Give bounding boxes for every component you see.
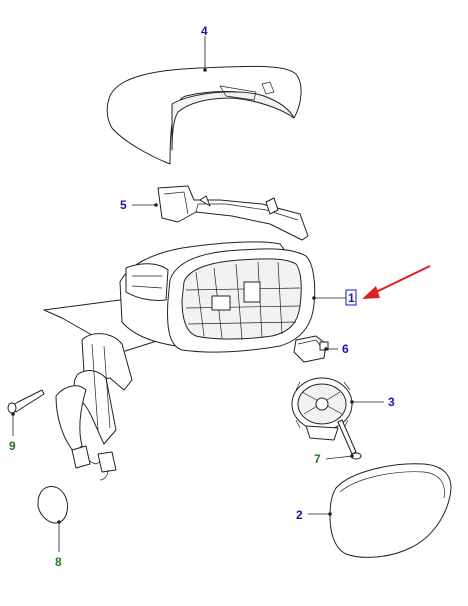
mirror-housing-assembly[interactable] — [43, 241, 316, 353]
callout-9[interactable]: 9 — [9, 439, 16, 453]
callout-3[interactable]: 3 — [388, 395, 395, 409]
bolt[interactable] — [7, 389, 45, 414]
callout-2[interactable]: 2 — [296, 508, 303, 522]
callout-8[interactable]: 8 — [55, 555, 62, 569]
callout-7[interactable]: 7 — [314, 452, 321, 466]
mirror-glass[interactable] — [329, 463, 452, 558]
glass-actuator-motor[interactable] — [291, 377, 353, 441]
highlight-arrow — [362, 265, 431, 299]
leader-lines — [11, 36, 384, 552]
callout-6[interactable]: 6 — [342, 342, 349, 356]
callout-1-box — [345, 289, 357, 306]
screw[interactable] — [337, 419, 362, 460]
puddle-lamp[interactable] — [293, 335, 329, 363]
indicator-lamp[interactable] — [157, 185, 309, 241]
callout-4[interactable]: 4 — [201, 24, 208, 38]
callout-5[interactable]: 5 — [120, 198, 127, 212]
blanking-cap[interactable] — [37, 486, 68, 524]
callout-1[interactable]: 1 — [348, 291, 355, 305]
mirror-base-arm — [55, 333, 133, 481]
mirror-cover-cap[interactable] — [106, 65, 302, 165]
